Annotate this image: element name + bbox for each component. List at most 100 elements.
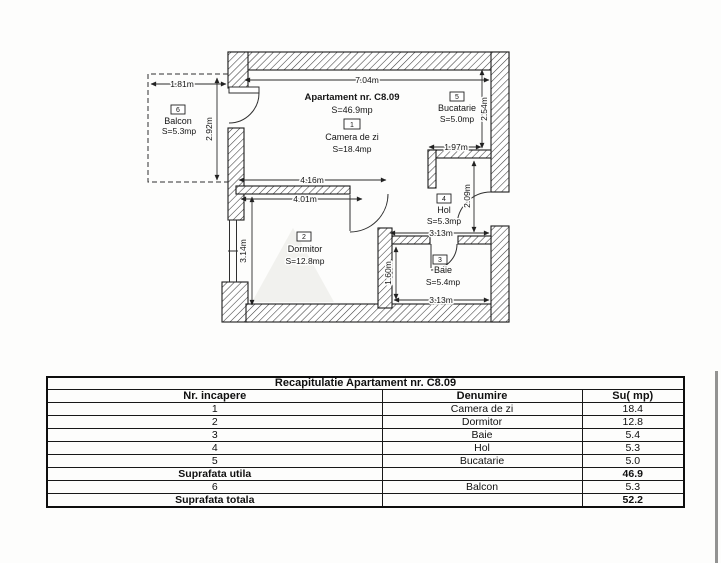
wall-right-upper bbox=[490, 51, 510, 193]
room-number-box-balcon bbox=[170, 104, 186, 115]
entrance-door-arc bbox=[456, 191, 492, 227]
watermark bbox=[252, 228, 334, 302]
wall-right-lower bbox=[490, 225, 510, 323]
cell-nr: Suprafata utila bbox=[46, 467, 383, 481]
col-header-nr: Nr. incapere bbox=[46, 389, 383, 403]
cell-su: 52.2 bbox=[581, 493, 685, 508]
table-row-suprafata-totala: Suprafata totala 52.2 bbox=[46, 493, 685, 508]
wall-top bbox=[227, 51, 510, 71]
wall-left-upper bbox=[227, 127, 245, 221]
baie-door-arc bbox=[430, 243, 458, 271]
doors bbox=[228, 86, 492, 271]
dim-bucatarie-width: 1.97m bbox=[444, 142, 468, 152]
room-number-dormitor: 2 bbox=[302, 234, 306, 241]
cell-nr: 1 bbox=[46, 402, 383, 416]
room-number-hol: 4 bbox=[442, 196, 446, 203]
cell-denumire: Balcon bbox=[381, 480, 583, 494]
room-area-bucatarie: S=5.0mp bbox=[440, 114, 475, 124]
table-row: 4 Hol 5.3 bbox=[46, 441, 685, 455]
dim-living-width-upper: 4.16m bbox=[300, 175, 324, 185]
cell-nr: 2 bbox=[46, 415, 383, 429]
room-area-living: S=18.4mp bbox=[333, 144, 372, 154]
room-area-baie: S=5.4mp bbox=[426, 277, 461, 287]
cell-denumire: Bucatarie bbox=[381, 454, 583, 468]
room-number-box-dormitor bbox=[296, 231, 312, 242]
room-number-bucatarie: 5 bbox=[455, 94, 459, 101]
cell-denumire: Hol bbox=[381, 441, 583, 455]
cell-nr: Suprafata totala bbox=[46, 493, 383, 508]
cell-su: 18.4 bbox=[581, 402, 685, 416]
wall-baie-left bbox=[377, 227, 393, 309]
wall-baie-top-right bbox=[457, 235, 492, 245]
cell-su: 5.4 bbox=[581, 428, 685, 442]
apartment-area: S=46.9mp bbox=[331, 105, 372, 115]
wall-bottom-left-corner bbox=[221, 281, 249, 323]
table-row: 5 Bucatarie 5.0 bbox=[46, 454, 685, 468]
dim-hol-width: 3.13m bbox=[429, 228, 453, 238]
dimensions: 7.04m 1.81m 2.92m 2.54m 1.97m 2.09m 4.16… bbox=[150, 69, 491, 307]
col-header-denumire: Denumire bbox=[381, 389, 583, 403]
room-area-dormitor: S=12.8mp bbox=[286, 256, 325, 266]
cell-su: 5.0 bbox=[581, 454, 685, 468]
wall-bucatarie-stub bbox=[427, 149, 437, 189]
room-name-dormitor: Dormitor bbox=[288, 244, 323, 254]
table-title-row: Recapitulatie Apartament nr. C8.09 bbox=[46, 376, 685, 390]
room-name-bucatarie: Bucatarie bbox=[438, 103, 476, 113]
room-labels: Apartament nr. C8.09 S=46.9mp 1 Camera d… bbox=[160, 91, 477, 289]
cell-su: 5.3 bbox=[581, 441, 685, 455]
floor-plan: 7.04m 1.81m 2.92m 2.54m 1.97m 2.09m 4.16… bbox=[147, 51, 510, 323]
cell-denumire bbox=[381, 493, 583, 508]
dim-baie-width: 3.13m bbox=[429, 295, 453, 305]
cell-denumire: Dormitor bbox=[381, 415, 583, 429]
dim-balcon-width: 1.81m bbox=[170, 79, 194, 89]
dim-baie-height: 1.60m bbox=[383, 261, 393, 285]
dim-dormitor-height: 3.14m bbox=[238, 239, 248, 263]
wall-baie-top-left bbox=[391, 235, 431, 245]
dormitor-door-arc bbox=[349, 193, 389, 233]
table-row: 6 Balcon 5.3 bbox=[46, 480, 685, 494]
room-area-balcon: S=5.3mp bbox=[162, 126, 197, 136]
cell-denumire: Baie bbox=[381, 428, 583, 442]
table-row: 2 Dormitor 12.8 bbox=[46, 415, 685, 429]
table-row: 3 Baie 5.4 bbox=[46, 428, 685, 442]
table-row: 1 Camera de zi 18.4 bbox=[46, 402, 685, 416]
balcony-door-leaf bbox=[228, 86, 260, 94]
room-number-box-hol bbox=[436, 193, 452, 204]
room-name-living: Camera de zi bbox=[325, 132, 379, 142]
walls bbox=[221, 51, 510, 323]
cell-denumire: Camera de zi bbox=[381, 402, 583, 416]
window-dormitor bbox=[228, 219, 238, 283]
dim-balcon-height: 2.92m bbox=[204, 117, 214, 141]
cell-su: 12.8 bbox=[581, 415, 685, 429]
scan-edge-artifact bbox=[715, 371, 718, 563]
room-number-box-living bbox=[343, 118, 361, 130]
room-number-living: 1 bbox=[350, 122, 354, 129]
cell-nr: 6 bbox=[46, 480, 383, 494]
cell-denumire bbox=[381, 467, 583, 481]
cell-nr: 5 bbox=[46, 454, 383, 468]
wall-living-dormitor-divider bbox=[235, 185, 351, 195]
cell-nr: 4 bbox=[46, 441, 383, 455]
dim-living-width-lower: 4.01m bbox=[293, 194, 317, 204]
dim-hol-height: 2.09m bbox=[462, 184, 472, 208]
room-area-hol: S=5.3mp bbox=[427, 216, 462, 226]
col-header-su: Su( mp) bbox=[581, 389, 685, 403]
cell-su: 46.9 bbox=[581, 467, 685, 481]
room-number-baie: 3 bbox=[438, 257, 442, 264]
table-row-suprafata-utila: Suprafata utila 46.9 bbox=[46, 467, 685, 481]
room-number-box-baie bbox=[432, 254, 448, 265]
room-name-hol: Hol bbox=[437, 205, 451, 215]
dim-bucatarie-height: 2.54m bbox=[479, 97, 489, 121]
cell-nr: 3 bbox=[46, 428, 383, 442]
table-header-row: Nr. incapere Denumire Su( mp) bbox=[46, 389, 685, 403]
balcony-door-arc bbox=[228, 92, 260, 124]
room-number-balcon: 6 bbox=[176, 107, 180, 114]
balcony-outline bbox=[147, 73, 228, 183]
room-name-balcon: Balcon bbox=[164, 116, 192, 126]
recap-table: Recapitulatie Apartament nr. C8.09 Nr. i… bbox=[46, 376, 686, 508]
cell-su: 5.3 bbox=[581, 480, 685, 494]
wall-top-left-corner bbox=[227, 51, 249, 89]
apartment-title: Apartament nr. C8.09 bbox=[304, 92, 399, 103]
dim-top-width: 7.04m bbox=[355, 75, 379, 85]
